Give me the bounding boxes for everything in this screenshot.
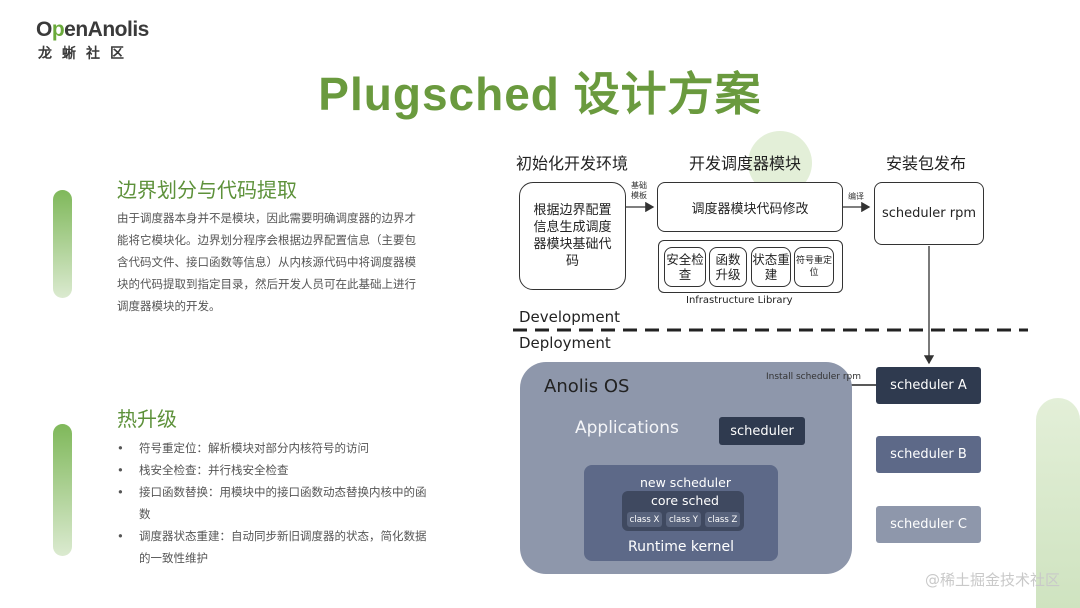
header-dev-module: 开发调度器模块 [689, 154, 802, 173]
applications-label: Applications [575, 418, 679, 438]
zone-development: Development [519, 308, 620, 326]
list-item: 符号重定位：解析模块对部分内核符号的访问 [117, 437, 427, 459]
openanolis-logo: OpenAnolis [36, 18, 149, 41]
infra-item-reloc: 符号重定位 [794, 247, 834, 287]
header-init-env: 初始化开发环境 [516, 154, 629, 173]
header-pkg-release: 安装包发布 [886, 154, 967, 173]
init-code-box: 根据边界配置信息生成调度器模块基础代码 [519, 182, 626, 290]
new-scheduler-label: new scheduler [640, 475, 731, 490]
class-z-chip: class Z [705, 512, 740, 527]
arrow-label-compile: 编译 [848, 192, 864, 201]
core-sched-label: core sched [651, 493, 719, 508]
list-item: 接口函数替换：用模块中的接口函数动态替换内核中的函数 [117, 481, 427, 525]
page-title: Plugsched 设计方案 [318, 68, 762, 120]
infra-item-rebuild: 状态重建 [751, 247, 791, 287]
section-accent-bar [53, 190, 72, 298]
class-x-chip: class X [627, 512, 662, 527]
hot-upgrade-list: 符号重定位：解析模块对部分内核符号的访问 栈安全检查：并行栈安全检查 接口函数替… [117, 437, 427, 569]
decorative-pill [1036, 398, 1080, 608]
arrow-label-template: 基础模板 [631, 181, 647, 200]
section1-title: 边界划分与代码提取 [117, 178, 297, 202]
list-item: 调度器状态重建：自动同步新旧调度器的状态，简化数据的一致性维护 [117, 525, 427, 569]
infra-item-upgrade: 函数升级 [709, 247, 747, 287]
rpm-package-box: scheduler rpm [874, 182, 984, 245]
scheduler-b-box: scheduler B [876, 436, 981, 473]
scheduler-c-box: scheduler C [876, 506, 981, 543]
install-rpm-label: Install scheduler rpm [766, 372, 862, 382]
scheduler-a-box: scheduler A [876, 367, 981, 404]
infra-item-safety: 安全检查 [664, 247, 706, 287]
scheduler-box: scheduler [719, 417, 805, 445]
section-accent-bar [53, 424, 72, 556]
os-title: Anolis OS [544, 376, 630, 397]
runtime-kernel-label: Runtime kernel [628, 539, 735, 555]
zone-deployment: Deployment [519, 334, 611, 352]
infra-library-label: Infrastructure Library [686, 295, 793, 306]
watermark: @稀土掘金技术社区 [924, 571, 1060, 589]
list-item: 栈安全检查：并行栈安全检查 [117, 459, 427, 481]
logo-subtitle: 龙蜥社区 [38, 46, 134, 62]
section1-body: 由于调度器本身并不是模块，因此需要明确调度器的边界才能将它模块化。边界划分程序会… [117, 211, 416, 313]
class-y-chip: class Y [666, 512, 701, 527]
section2-title: 热升级 [117, 407, 177, 431]
dev-module-box: 调度器模块代码修改 [657, 182, 843, 232]
